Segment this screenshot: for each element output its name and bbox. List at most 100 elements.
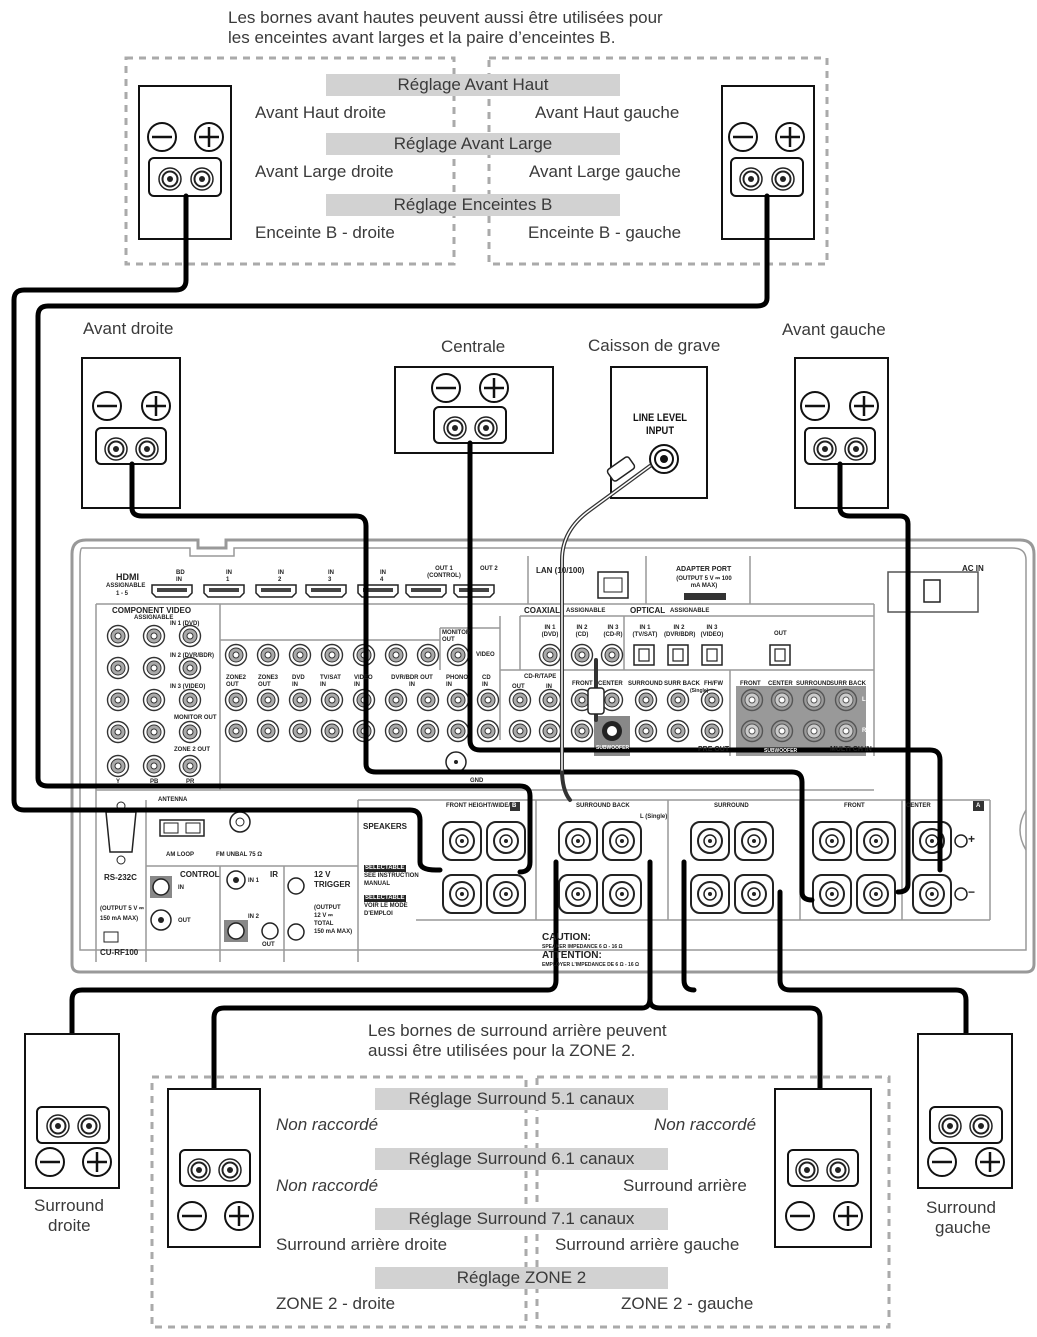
panel-fm-unbal: FM UNBAL 75 Ω — [216, 852, 263, 858]
top-note-line1: Les bornes avant hautes peuvent aussi êt… — [228, 8, 663, 27]
panel-cu-spec-2: 150 mA MAX) — [100, 916, 139, 922]
panel-zone3-out: ZONE3 OUT — [258, 675, 279, 688]
panel-in1: IN 1 — [226, 570, 232, 583]
panel-opt-in3: IN 3 (VIDEO) — [700, 625, 724, 638]
panel-voir-1: VOIR LE MODE — [364, 903, 408, 909]
label-surround-right-2: droite — [48, 1216, 91, 1235]
label-front-left: Avant gauche — [782, 320, 886, 339]
panel-multi-l: L — [862, 697, 866, 703]
panel-video: VIDEO — [476, 652, 495, 658]
top-note-line2: les enceintes avant larges et la paire d… — [228, 28, 616, 47]
panel-y: Y — [116, 779, 121, 785]
panel-antenna: ANTENNA — [158, 797, 188, 803]
bottom-note-line2: aussi être utilisées pour la ZONE 2. — [368, 1041, 636, 1060]
speaker-surround-right — [24, 1033, 120, 1189]
panel-subwoofer: SUBWOOFER — [596, 745, 630, 751]
panel-am-loop: AM LOOP — [166, 852, 194, 858]
label-fw-right: Avant Large droite — [255, 162, 394, 181]
panel-cdr-tape: CD-R/TAPE — [524, 674, 557, 680]
label-fh-left: Avant Haut gauche — [535, 103, 680, 122]
panel-attention-text: EMPLOYER L'IMPEDANCE DE 6 Ω - 16 Ω — [542, 962, 639, 968]
panel-multi-center: CENTER — [768, 681, 793, 687]
panel-control: CONTROL — [180, 870, 220, 879]
panel-monitor-out2: MONITOR OUT — [442, 630, 471, 643]
panel-lan: LAN (10/100) — [536, 566, 585, 575]
panel-cd-in: CD IN — [482, 675, 491, 688]
panel-opt-in2: IN 2 (DVR/BDR) — [664, 625, 696, 638]
bar-speaker-b: Réglage Enceintes B — [326, 194, 620, 216]
bar-surround-51: Réglage Surround 5.1 canaux — [375, 1088, 668, 1110]
panel-gnd: GND — [470, 778, 484, 784]
panel-front: FRONT — [844, 803, 865, 809]
panel-adapter-port: ADAPTER PORT — [676, 566, 732, 573]
panel-multi-sub: SUBWOOFER — [764, 748, 798, 754]
panel-adapter-spec: (OUTPUT 5 V ⎓ 100 mA MAX) — [676, 576, 732, 589]
panel-out1: OUT 1 (CONTROL) — [427, 566, 461, 579]
panel-comp-in1: IN 1 (DVD) — [170, 621, 200, 627]
bar-front-height: Réglage Avant Haut — [326, 74, 620, 96]
panel-in3: IN 3 — [328, 570, 334, 583]
panel-hdmi-assignable: ASSIGNABLE — [106, 583, 146, 589]
label-r4-right: ZONE 2 - gauche — [621, 1294, 754, 1313]
panel-see-manual-2: MANUAL — [364, 881, 390, 887]
panel-in2: IN 2 — [278, 570, 284, 583]
speaker-surround-left — [917, 1033, 1013, 1189]
panel-tvsat-in: TV/SAT IN — [320, 675, 341, 688]
panel-ir-in2: IN 2 — [248, 914, 260, 920]
panel-monitor-out: MONITOR OUT — [174, 715, 217, 721]
panel-pre-center: CENTER — [598, 681, 623, 687]
panel-surround: SURROUND — [714, 803, 749, 809]
label-r3-right: Surround arrière gauche — [555, 1235, 740, 1254]
top-group-left-frame — [487, 56, 829, 266]
panel-caution: CAUTION: — [542, 932, 591, 943]
label-r2-left: Non raccordé — [276, 1176, 379, 1195]
label-r3-left: Surround arrière droite — [276, 1235, 448, 1254]
panel-pre-surround: SURROUND — [628, 681, 663, 687]
panel-fh-wide: FRONT HEIGHT/WIDE/ — [446, 803, 510, 809]
bottom-group-right-frame — [150, 1075, 528, 1329]
panel-trigger-1: 12 V — [314, 870, 331, 879]
panel-in4: IN 4 — [380, 570, 386, 583]
label-front-right: Avant droite — [83, 319, 174, 338]
bottom-note-line1: Les bornes de surround arrière peuvent — [368, 1021, 667, 1040]
speaker-subwoofer — [610, 366, 708, 499]
panel-speakers: SPEAKERS — [363, 822, 408, 831]
label-r1-left: Non raccordé — [276, 1115, 379, 1134]
panel-optical: OPTICAL — [630, 606, 666, 615]
receiver-rear-panel — [70, 538, 1036, 974]
label-surround-left-2: gauche — [935, 1218, 991, 1237]
panel-minus: − — [968, 885, 976, 899]
label-r1-right: Non raccordé — [654, 1115, 757, 1134]
panel-video-in: VIDEO IN — [354, 675, 373, 688]
panel-trigger-2: TRIGGER — [314, 880, 351, 889]
panel-multi-surround: SURROUND — [796, 681, 831, 687]
speaker-cables — [11, 193, 969, 1153]
panel-pr: PR — [186, 779, 195, 785]
panel-out2: OUT 2 — [480, 566, 498, 572]
label-r2-right: Surround arrière — [623, 1176, 747, 1195]
label-subwoofer: Caisson de grave — [588, 336, 721, 355]
speaker-surround-back-right — [167, 1088, 261, 1248]
panel-cu-spec-1: (OUTPUT 5 V ⎓ — [100, 906, 144, 912]
panel-voir-2: D'EMPLOI — [364, 911, 393, 917]
panel-caution-text: SPEAKER IMPEDANCE 6 Ω - 16 Ω — [542, 944, 623, 950]
panel-multi-r: R — [862, 728, 867, 734]
label-surround-right-1: Surround — [34, 1196, 104, 1215]
panel-cu-rf100: CU-RF100 — [100, 948, 139, 957]
panel-coax-assignable: ASSIGNABLE — [566, 608, 606, 614]
label-fw-left: Avant Large gauche — [529, 162, 681, 181]
panel-zone2-out: ZONE 2 OUT — [174, 747, 211, 753]
panel-hdmi: HDMI — [116, 572, 139, 582]
panel-attention: ATTENTION: — [542, 950, 602, 961]
panel-comp-in2: IN 2 (DVR/BDR) — [170, 653, 215, 659]
panel-cdr-in: IN — [546, 684, 552, 690]
panel-zone2-out2: ZONE2 OUT — [226, 675, 247, 688]
panel-pre-fhfw: FH/FW — [704, 681, 723, 687]
panel-trigger-spec-4: 150 mA MAX) — [314, 929, 353, 935]
speaker-front-height-left — [721, 85, 815, 240]
panel-pre-out: PRE OUT — [698, 746, 730, 753]
panel-l-single: L (Single) — [640, 814, 668, 820]
panel-ir-out: OUT — [262, 942, 275, 948]
panel-bd-in: BD IN — [176, 570, 185, 583]
